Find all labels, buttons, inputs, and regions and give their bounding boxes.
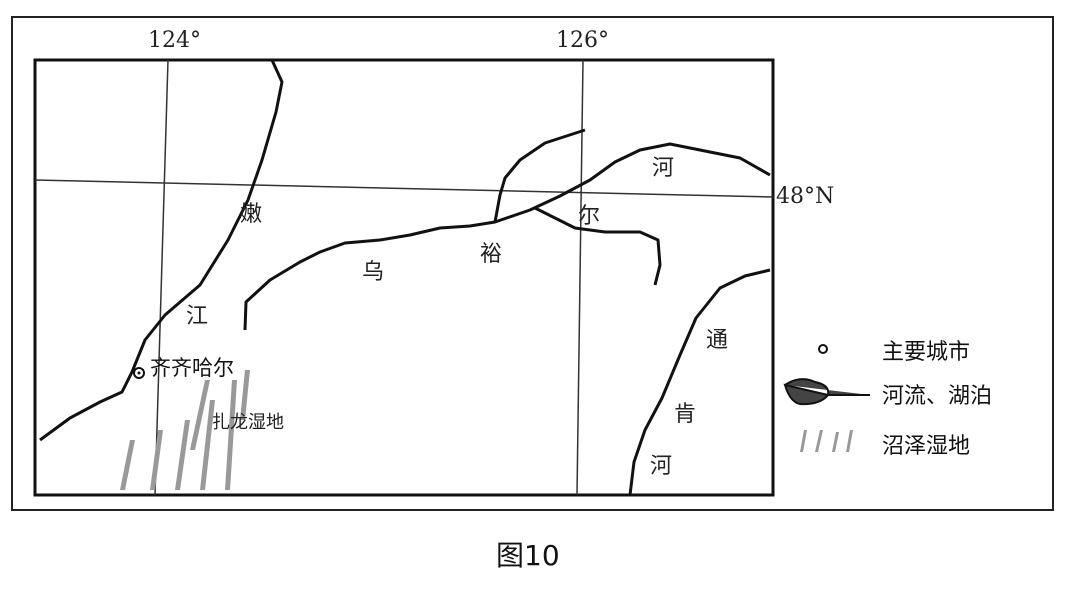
legend-river-lake-label: 河流、湖泊 bbox=[882, 384, 993, 409]
legend-marsh-label: 沼泽湿地 bbox=[882, 434, 971, 459]
river-label-wu: 乌 bbox=[362, 260, 385, 285]
nenjiang-river bbox=[39, 59, 284, 442]
river-label-tong: 通 bbox=[706, 328, 729, 353]
meridian-124 bbox=[154, 59, 169, 496]
legend-city-icon bbox=[818, 344, 828, 354]
city-label-qiqihar: 齐齐哈尔 bbox=[150, 356, 234, 380]
river-label-jiang: 江 bbox=[186, 304, 209, 329]
legend-river-lake-icon bbox=[783, 378, 870, 406]
lon-label-126: 126° bbox=[556, 28, 609, 53]
tongken-river bbox=[628, 268, 771, 496]
wuyuer-river bbox=[243, 142, 771, 331]
outer-frame bbox=[11, 16, 1054, 511]
river-label-er: 尔 bbox=[578, 204, 601, 229]
parallel-48n bbox=[34, 179, 774, 198]
figure-caption: 图10 bbox=[496, 539, 560, 572]
wuyuer-tributary-east bbox=[534, 206, 662, 286]
lat-label-48n: 48°N bbox=[776, 184, 835, 209]
lon-label-124: 124° bbox=[148, 28, 201, 53]
map-border bbox=[33, 58, 775, 497]
river-label-nen: 嫩 bbox=[240, 202, 263, 227]
city-marker bbox=[133, 367, 145, 379]
river-label-ken: 肯 bbox=[674, 402, 697, 427]
wetland-label-zhalong: 扎龙湿地 bbox=[212, 412, 284, 433]
meridian-126 bbox=[576, 59, 584, 496]
river-label-he: 河 bbox=[652, 156, 675, 181]
river-label-yu: 裕 bbox=[480, 242, 503, 267]
wuyuer-tributary-north bbox=[493, 128, 586, 223]
river-label-he2: 河 bbox=[650, 454, 673, 479]
legend-marsh-icon bbox=[800, 430, 853, 452]
zhalong-wetland-hatching bbox=[120, 370, 250, 490]
legend-city-label: 主要城市 bbox=[882, 340, 971, 365]
